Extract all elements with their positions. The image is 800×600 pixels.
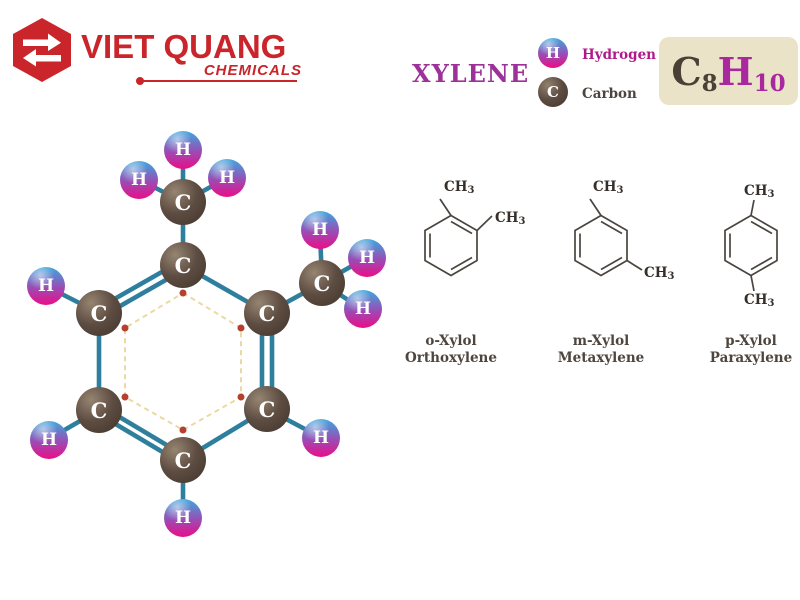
logo-underline-dot: [136, 77, 144, 85]
hydrogen-atom: H: [302, 419, 340, 457]
carbon-atom: C: [299, 260, 345, 306]
hydrogen-atom: H: [208, 159, 246, 197]
aromatic-ring-dashed-hexagon: [124, 291, 242, 432]
hydrogen-atom: H: [164, 499, 202, 537]
methyl-label: CH3: [444, 179, 475, 196]
legend-hydrogen-label: Hydrogen: [582, 47, 656, 63]
legend-carbon-label: Carbon: [582, 86, 637, 102]
carbon-atom: C: [160, 179, 206, 225]
methyl-label: CH3: [744, 183, 775, 200]
isomer-panel-ortho: CH3 CH3 o-Xylol Orthoxylene: [386, 175, 525, 385]
hydrogen-atom: H: [120, 161, 158, 199]
legend-hydrogen-badge: H: [538, 38, 568, 68]
legend-hydrogen-symbol: H: [545, 44, 561, 62]
carbon-atom: C: [76, 290, 122, 336]
hydrogen-atom: H: [301, 211, 339, 249]
ortho-xylene-skeleton: [424, 198, 493, 277]
carbon-atom: C: [160, 437, 206, 483]
methyl-label: CH3: [495, 210, 526, 227]
legend-carbon-symbol: C: [547, 83, 559, 101]
hydrogen-atom: H: [30, 421, 68, 459]
methyl-label: CH3: [593, 179, 624, 196]
carbon-atom: C: [160, 242, 206, 288]
methyl-label: CH3: [744, 292, 775, 309]
carbon-atom: C: [244, 386, 290, 432]
logo-underline: [143, 80, 297, 82]
methyl-label: CH3: [644, 265, 675, 282]
isomer-panel-para: CH3 CH3 p-Xylol Paraxylene: [686, 175, 800, 385]
isomer-name-para: p-Xylol Paraxylene: [709, 333, 793, 366]
para-xylene-skeleton: [724, 199, 778, 292]
legend-carbon-badge: C: [538, 77, 568, 107]
hydrogen-atom: H: [27, 267, 65, 305]
isomer-name-ortho: o-Xylol Orthoxylene: [405, 333, 497, 366]
page-title: XYLENE: [412, 59, 530, 88]
carbon-atom: C: [244, 290, 290, 336]
isomer-name-meta: m-Xylol Metaxylene: [557, 333, 645, 366]
carbon-atom: C: [76, 387, 122, 433]
isomer-panel-meta: CH3 CH3 m-Xylol Metaxylene: [536, 175, 675, 385]
formula-carbon-part: C8: [671, 48, 718, 97]
hydrogen-atom: H: [164, 131, 202, 169]
hydrogen-atom: H: [344, 290, 382, 328]
brand-tagline: CHEMICALS: [203, 62, 302, 79]
brand-name: VIET QUANG: [81, 28, 287, 65]
brand-hexagon-icon: [13, 18, 71, 82]
meta-xylene-skeleton: [574, 198, 643, 277]
hydrogen-atom: H: [348, 239, 386, 277]
formula-hydrogen-part: H10: [717, 48, 786, 97]
aromatic-ring-dots: [121, 289, 245, 434]
